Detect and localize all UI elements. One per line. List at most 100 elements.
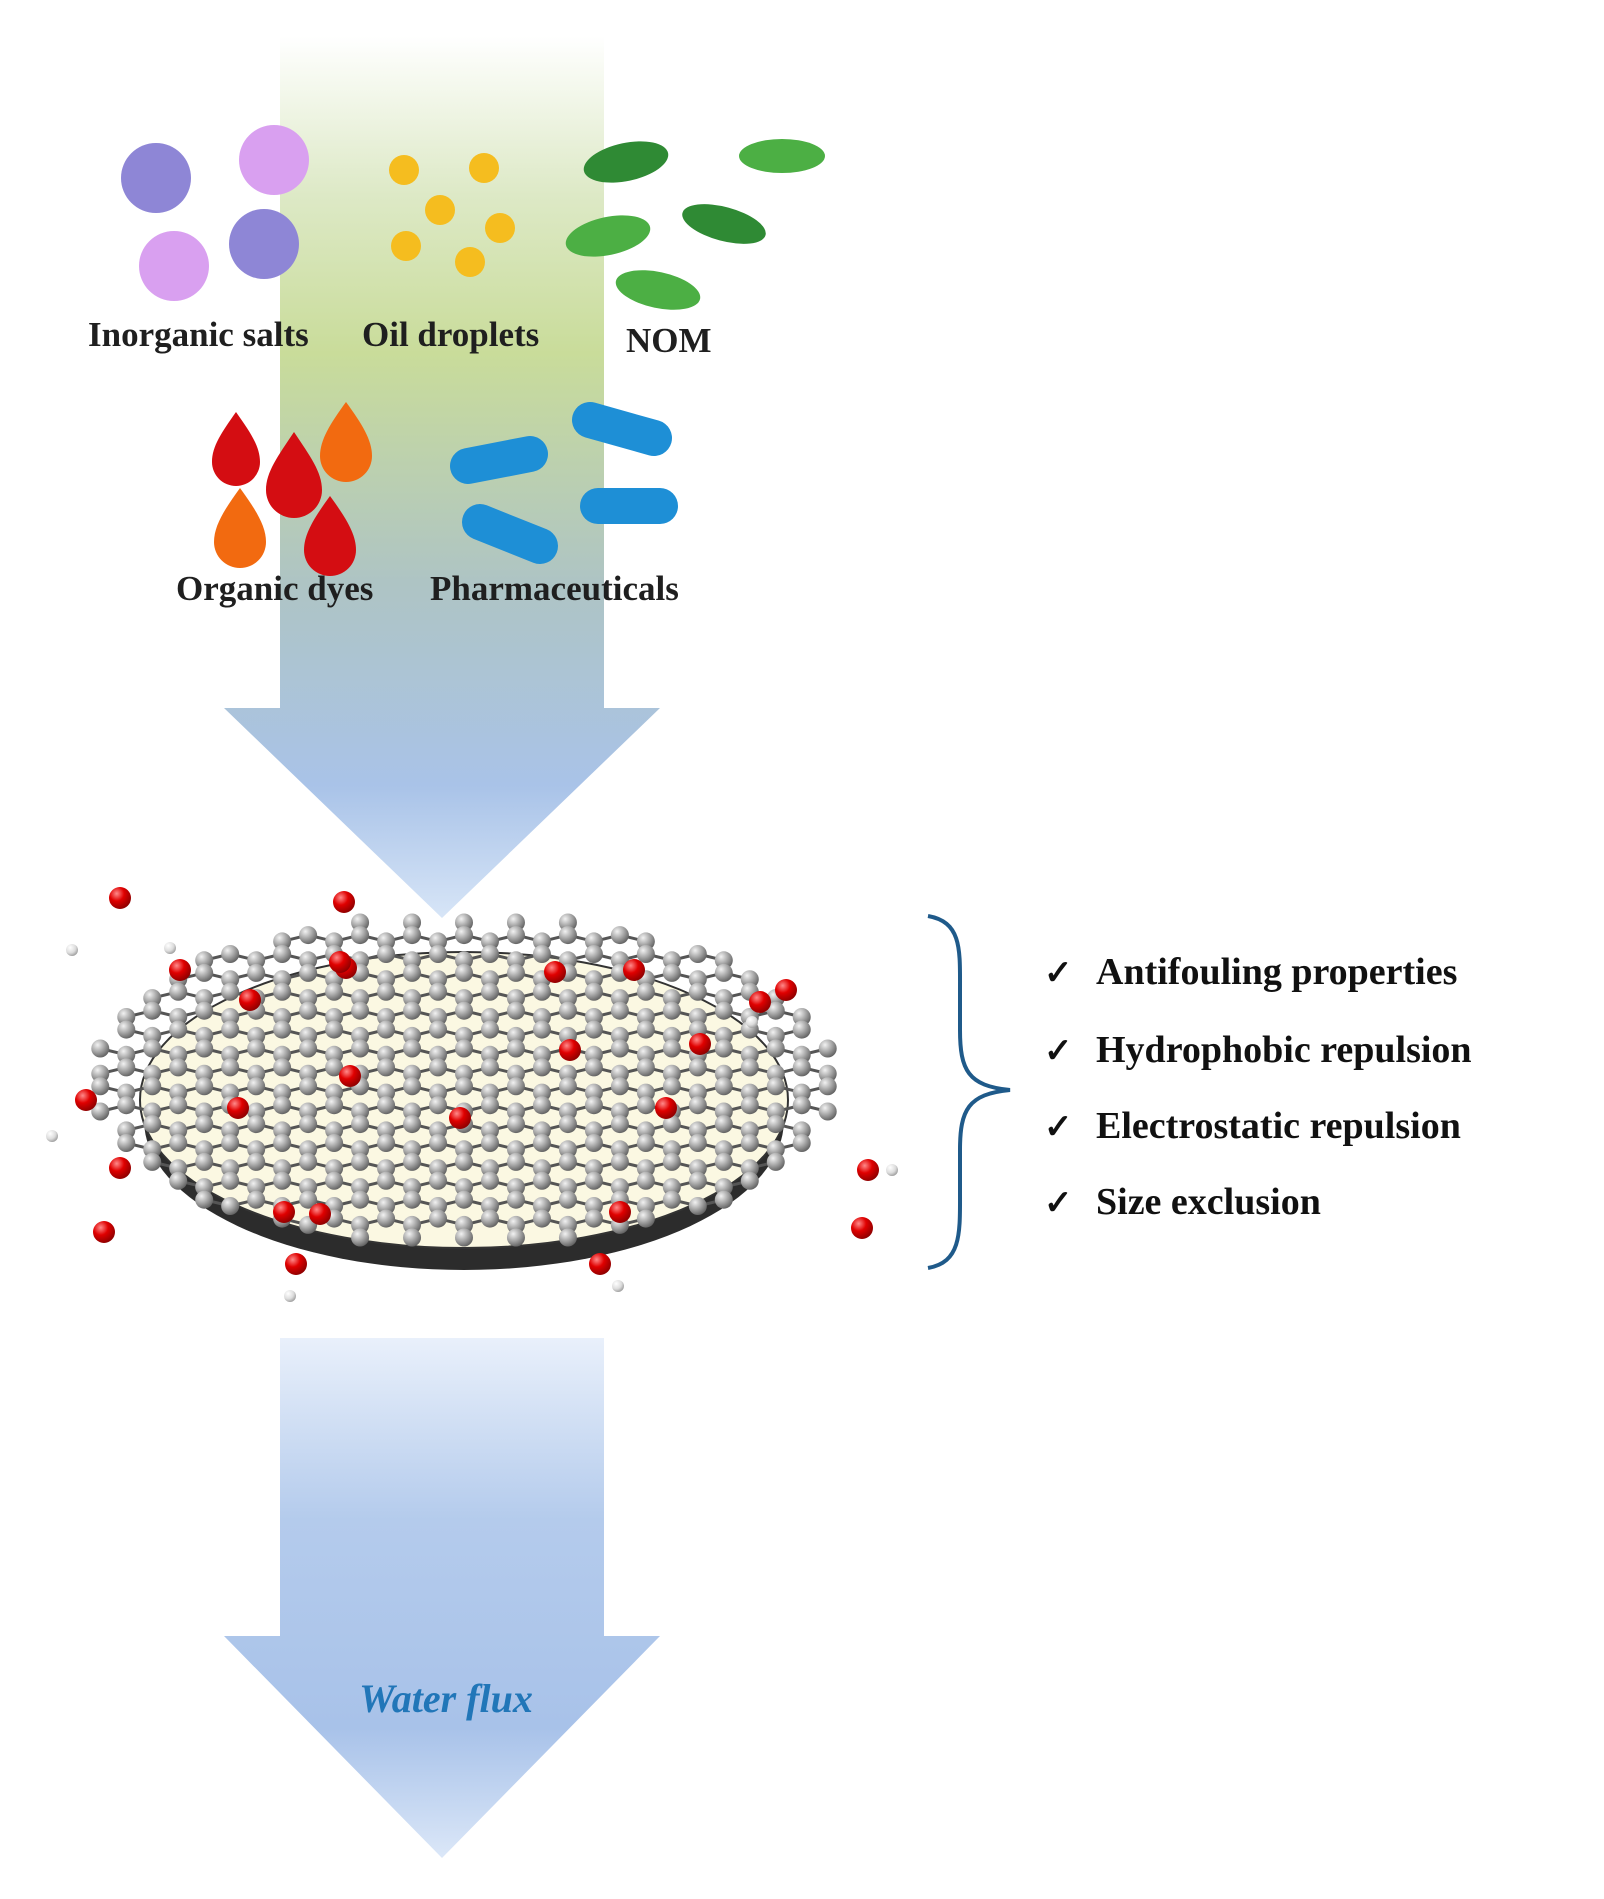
carbon-atom bbox=[377, 932, 396, 951]
carbon-atom bbox=[377, 1083, 396, 1102]
carbon-atom bbox=[766, 1064, 785, 1083]
carbon-atom bbox=[662, 1026, 681, 1045]
carbon-atom bbox=[455, 1077, 473, 1096]
carbon-atom bbox=[714, 1178, 733, 1197]
carbon-atom bbox=[429, 1008, 448, 1026]
carbon-atom bbox=[714, 1039, 733, 1058]
carbon-atom bbox=[714, 1115, 733, 1134]
carbon-atom bbox=[688, 1083, 707, 1102]
oxygen-atom bbox=[851, 1217, 873, 1239]
carbon-atom bbox=[532, 1096, 551, 1115]
carbon-atom bbox=[532, 1209, 551, 1228]
carbon-atom bbox=[455, 1064, 473, 1083]
carbon-atom bbox=[299, 1026, 318, 1045]
carbon-atom bbox=[480, 1134, 499, 1152]
carbon-atom bbox=[325, 1045, 344, 1064]
oxygen-atom bbox=[775, 979, 797, 1001]
carbon-atom bbox=[299, 1039, 318, 1058]
hydrogen-atom bbox=[886, 1164, 898, 1176]
label-pharmaceuticals: Pharmaceuticals bbox=[430, 569, 679, 608]
carbon-atom bbox=[91, 1064, 110, 1083]
carbon-atom bbox=[403, 1190, 422, 1209]
carbon-atom bbox=[325, 932, 344, 951]
carbon-atom bbox=[558, 951, 577, 970]
carbon-atom bbox=[377, 1197, 396, 1215]
carbon-atom bbox=[740, 1096, 759, 1115]
carbon-atom bbox=[480, 1159, 499, 1178]
carbon-atom bbox=[169, 1045, 188, 1064]
check-icon: ✓ bbox=[1044, 955, 1073, 992]
feed-flow-arrow bbox=[224, 36, 660, 918]
carbon-atom bbox=[610, 1152, 629, 1171]
carbon-atom bbox=[377, 1045, 396, 1064]
carbon-atom bbox=[429, 1171, 448, 1190]
benefit-item: ✓ Electrostatic repulsion bbox=[1044, 1105, 1461, 1147]
carbon-atom bbox=[584, 982, 603, 1001]
carbon-atom bbox=[247, 1115, 266, 1134]
carbon-atom bbox=[610, 989, 629, 1008]
carbon-atom bbox=[299, 951, 318, 970]
carbon-atom bbox=[455, 1039, 473, 1058]
carbon-atom bbox=[143, 989, 162, 1008]
carbon-atom bbox=[584, 1171, 603, 1190]
carbon-atom bbox=[532, 1045, 551, 1064]
hydrogen-atom bbox=[746, 1016, 758, 1028]
carbon-atom bbox=[403, 1039, 422, 1058]
carbon-atom bbox=[143, 1026, 162, 1045]
oxygen-atom bbox=[655, 1097, 677, 1119]
carbon-atom bbox=[299, 1064, 318, 1083]
oxygen-atom bbox=[623, 959, 645, 981]
carbon-atom bbox=[610, 1115, 629, 1134]
carbon-atom bbox=[273, 1171, 292, 1190]
carbon-atom bbox=[299, 1001, 318, 1020]
carbon-atom bbox=[480, 1045, 499, 1064]
carbon-atom bbox=[532, 1058, 551, 1077]
water-flux-arrow bbox=[224, 1338, 660, 1858]
carbon-atom bbox=[325, 1020, 344, 1039]
carbon-atom bbox=[117, 1020, 136, 1039]
carbon-atom bbox=[325, 1008, 344, 1026]
curly-brace-icon bbox=[927, 914, 1011, 1270]
carbon-atom bbox=[532, 1083, 551, 1102]
carbon-atom bbox=[195, 1140, 214, 1159]
carbon-atom bbox=[740, 970, 759, 989]
carbon-atom bbox=[325, 1134, 344, 1152]
carbon-atom bbox=[455, 1140, 473, 1159]
carbon-atom bbox=[584, 1020, 603, 1039]
carbon-atom bbox=[662, 1190, 681, 1209]
carbon-atom bbox=[351, 1215, 370, 1234]
carbon-atom bbox=[247, 1102, 266, 1121]
carbon-atom bbox=[325, 982, 344, 1001]
carbon-atom bbox=[688, 1159, 707, 1178]
carbon-atom bbox=[636, 1020, 655, 1039]
carbon-atom bbox=[117, 1008, 136, 1026]
carbon-atom bbox=[377, 1159, 396, 1178]
carbon-atom bbox=[299, 1115, 318, 1134]
carbon-atom bbox=[558, 1152, 577, 1171]
carbon-atom bbox=[818, 1039, 837, 1058]
carbon-atom bbox=[117, 1083, 136, 1102]
carbon-atom bbox=[584, 1083, 603, 1102]
carbon-atom bbox=[636, 1197, 655, 1215]
carbon-atom bbox=[506, 1152, 525, 1171]
carbon-atom bbox=[403, 1152, 422, 1171]
carbon-atom bbox=[403, 1001, 422, 1020]
carbon-atom bbox=[455, 1152, 473, 1171]
carbon-atom bbox=[169, 1134, 188, 1152]
label-organic-dyes: Organic dyes bbox=[176, 569, 373, 608]
carbon-atom bbox=[351, 1001, 370, 1020]
carbon-atom bbox=[429, 945, 448, 963]
carbon-atom bbox=[480, 1197, 499, 1215]
carbon-atom bbox=[714, 1152, 733, 1171]
carbon-atom bbox=[429, 1209, 448, 1228]
carbon-atom bbox=[688, 945, 707, 963]
benefit-text: Antifouling properties bbox=[1096, 951, 1457, 993]
carbon-atom bbox=[377, 1020, 396, 1039]
carbon-atom bbox=[429, 982, 448, 1001]
benefit-text: Hydrophobic repulsion bbox=[1096, 1029, 1472, 1071]
carbon-atom bbox=[558, 1064, 577, 1083]
carbon-atom bbox=[455, 963, 473, 982]
carbon-atom bbox=[558, 1228, 577, 1247]
carbon-atom bbox=[143, 1115, 162, 1134]
benefit-text: Size exclusion bbox=[1096, 1181, 1321, 1223]
